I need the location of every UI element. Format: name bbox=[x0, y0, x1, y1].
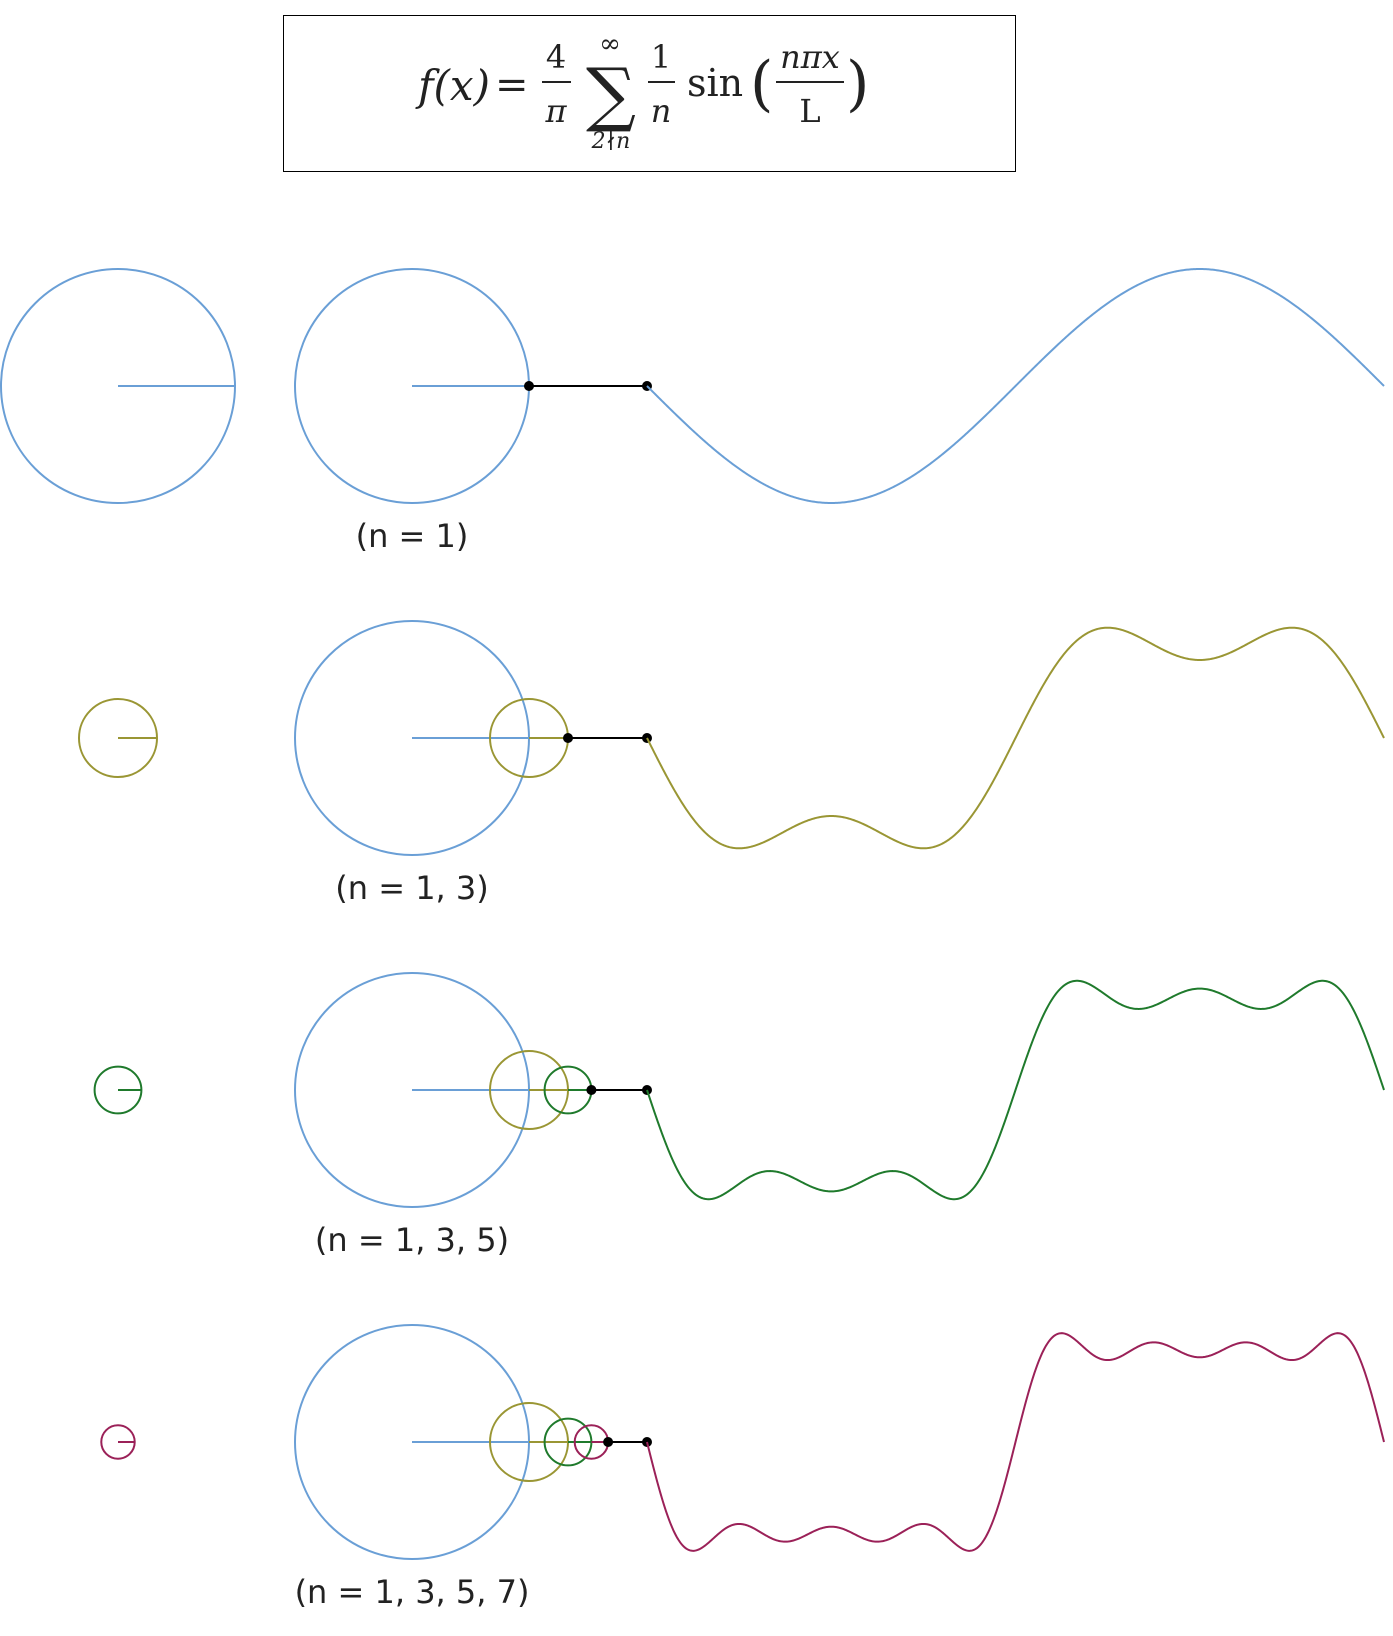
formula-paren-right: ) bbox=[846, 49, 869, 119]
rows: (n = 1) (n = 1, 3) (n = 1, 3, 5) (n = 1, 3,… bbox=[0, 268, 1385, 1611]
partial-sum-wave bbox=[646, 268, 1385, 504]
formula-coef-num: 4 bbox=[546, 38, 566, 76]
partial-sum-wave bbox=[646, 979, 1385, 1201]
tip-dot bbox=[586, 1085, 597, 1095]
formula-frac-den: n bbox=[651, 92, 672, 130]
formula-box bbox=[283, 15, 1016, 172]
formula-arg-den: L bbox=[799, 92, 820, 130]
partial-sum-wave bbox=[646, 1332, 1385, 1552]
formula-arg-num: nπx bbox=[780, 38, 840, 76]
formula-equals: = bbox=[495, 62, 529, 108]
formula-sum-upper: ∞ bbox=[599, 29, 621, 59]
formula-paren-left: ( bbox=[750, 49, 773, 119]
formula: f(x) = 4 π ∞ ∑ 2∤n 1 n sin ( nπx L ) bbox=[415, 29, 869, 154]
row-label: (n = 1, 3, 5) bbox=[315, 1221, 509, 1259]
tip-dot bbox=[603, 1437, 614, 1447]
formula-frac-num: 1 bbox=[651, 38, 671, 76]
row-label: (n = 1, 3) bbox=[335, 869, 488, 907]
tip-dot bbox=[524, 381, 534, 391]
tip-dot bbox=[563, 733, 573, 743]
formula-coef-den: π bbox=[544, 92, 567, 130]
formula-func: sin bbox=[687, 61, 743, 105]
formula-sum-lower: 2∤n bbox=[591, 129, 631, 154]
formula-sum-sign: ∑ bbox=[586, 53, 636, 135]
formula-lhs: f(x) bbox=[415, 61, 490, 110]
partial-sum-wave bbox=[646, 626, 1385, 850]
row-label: (n = 1) bbox=[356, 517, 469, 555]
row-label: (n = 1, 3, 5, 7) bbox=[295, 1573, 530, 1611]
